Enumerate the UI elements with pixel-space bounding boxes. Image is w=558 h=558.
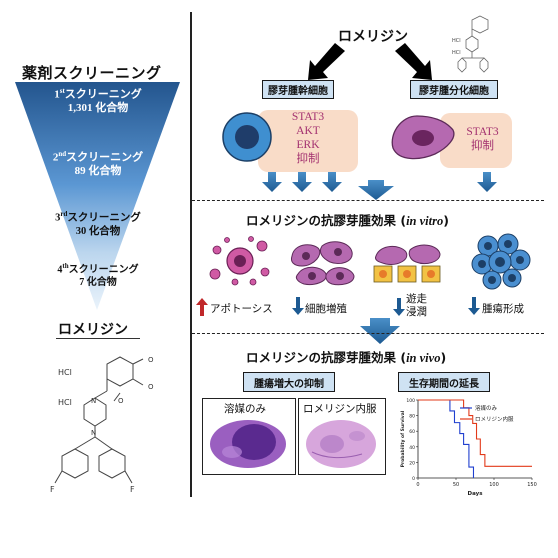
blue-down-arrow-icon [468, 297, 480, 315]
diff-targets: STAT3 抑制 [466, 126, 499, 152]
dashed-divider-1 [192, 200, 544, 201]
tumor-formation-icon [471, 233, 531, 290]
x-tick-label: 0 [416, 482, 419, 488]
dashed-divider-2 [192, 333, 544, 334]
proliferation-icon [291, 241, 355, 286]
invitro-title: ロメリジンの抗膠芽腫効果 (in vitro) [246, 213, 449, 228]
vertical-divider [190, 12, 192, 497]
drug-panel-label: ロメリジン内服 [303, 403, 377, 415]
lomerizine-structure: O O O N N F F HCl HCl [50, 356, 154, 494]
y-tick-label: 80 [409, 414, 415, 420]
left-title: 薬剤スクリーニング [22, 64, 162, 82]
invivo-title: ロメリジンの抗膠芽腫効果 (in vivo) [246, 350, 447, 365]
svg-text:O: O [118, 397, 124, 405]
legend-label: ロメリジン内服 [475, 415, 514, 423]
stage-4: 4thスクリーニング 7 化合物 [57, 262, 139, 289]
effect-proliferation: 細胞増殖 [305, 303, 347, 315]
effect-apoptosis: アポトーシス [210, 303, 273, 315]
result-compound: ロメリジン [58, 322, 128, 338]
y-axis-label: Probability of Survival [400, 410, 406, 467]
y-tick-label: 20 [409, 460, 415, 466]
drug-brain-image [306, 420, 376, 468]
blue-down-arrow-icon [393, 298, 405, 316]
x-tick-label: 100 [489, 482, 499, 488]
svg-text:N: N [91, 429, 96, 437]
stem-cell-icon [222, 112, 272, 162]
stem-targets: STAT3 AKT ERK 抑制 [291, 111, 325, 165]
svg-text:F: F [50, 485, 55, 494]
vehicle-brain-image [210, 420, 286, 468]
mini-structure: HCl HCl [452, 15, 489, 73]
y-tick-label: 0 [412, 476, 415, 482]
stage-2: 2ndスクリーニング 89 化合物 [52, 150, 144, 177]
svg-text:HCl: HCl [452, 50, 461, 56]
svg-text:HCl: HCl [58, 398, 72, 407]
x-tick-label: 50 [453, 482, 459, 488]
y-tick-label: 100 [406, 398, 415, 404]
funnel-shape [15, 82, 180, 310]
diff-cell-label: 膠芽腫分化細胞 [410, 80, 498, 99]
result-underline [56, 338, 140, 339]
center-down-arrow [360, 318, 400, 344]
migration-icon [373, 244, 441, 283]
y-tick-label: 40 [409, 445, 415, 451]
vehicle-panel-label: 溶媒のみ [224, 403, 266, 415]
drug-title: ロメリジン [338, 29, 408, 45]
svg-text:O: O [148, 383, 154, 391]
red-up-arrow-icon [196, 298, 208, 316]
legend-label: 溶媒のみ [475, 404, 498, 412]
right-arrow [395, 43, 432, 80]
effect-tumor-formation: 腫瘍形成 [482, 303, 524, 315]
x-tick-label: 150 [527, 482, 537, 488]
blue-down-arrows [262, 172, 497, 200]
stem-cell-label: 膠芽腫幹細胞 [262, 80, 334, 99]
apoptosis-icon [209, 236, 270, 286]
split-arrows [308, 43, 432, 80]
stage-1: 1stスクリーニング 1,301 化合物 [54, 87, 142, 114]
svg-text:N: N [91, 397, 96, 405]
blue-down-arrow-icon [292, 297, 304, 315]
x-axis-label: Days [468, 491, 484, 497]
stage-3: 3rdスクリーニング 30 化合物 [55, 210, 141, 237]
effect-migration: 遊走 浸潤 [406, 293, 427, 318]
screening-funnel [15, 82, 180, 310]
svg-text:HCl: HCl [58, 368, 72, 377]
left-arrow [308, 43, 345, 80]
survival-label: 生存期間の延長 [398, 372, 490, 392]
y-tick-label: 60 [409, 429, 415, 435]
diff-cell-icon [391, 115, 455, 160]
svg-text:HCl: HCl [452, 38, 461, 44]
svg-text:O: O [148, 356, 154, 364]
stem-target-box [258, 110, 358, 172]
tumor-suppression-label: 腫瘍増大の抑制 [243, 372, 335, 392]
svg-text:F: F [130, 485, 135, 494]
survival-line-vehicle [418, 399, 475, 478]
